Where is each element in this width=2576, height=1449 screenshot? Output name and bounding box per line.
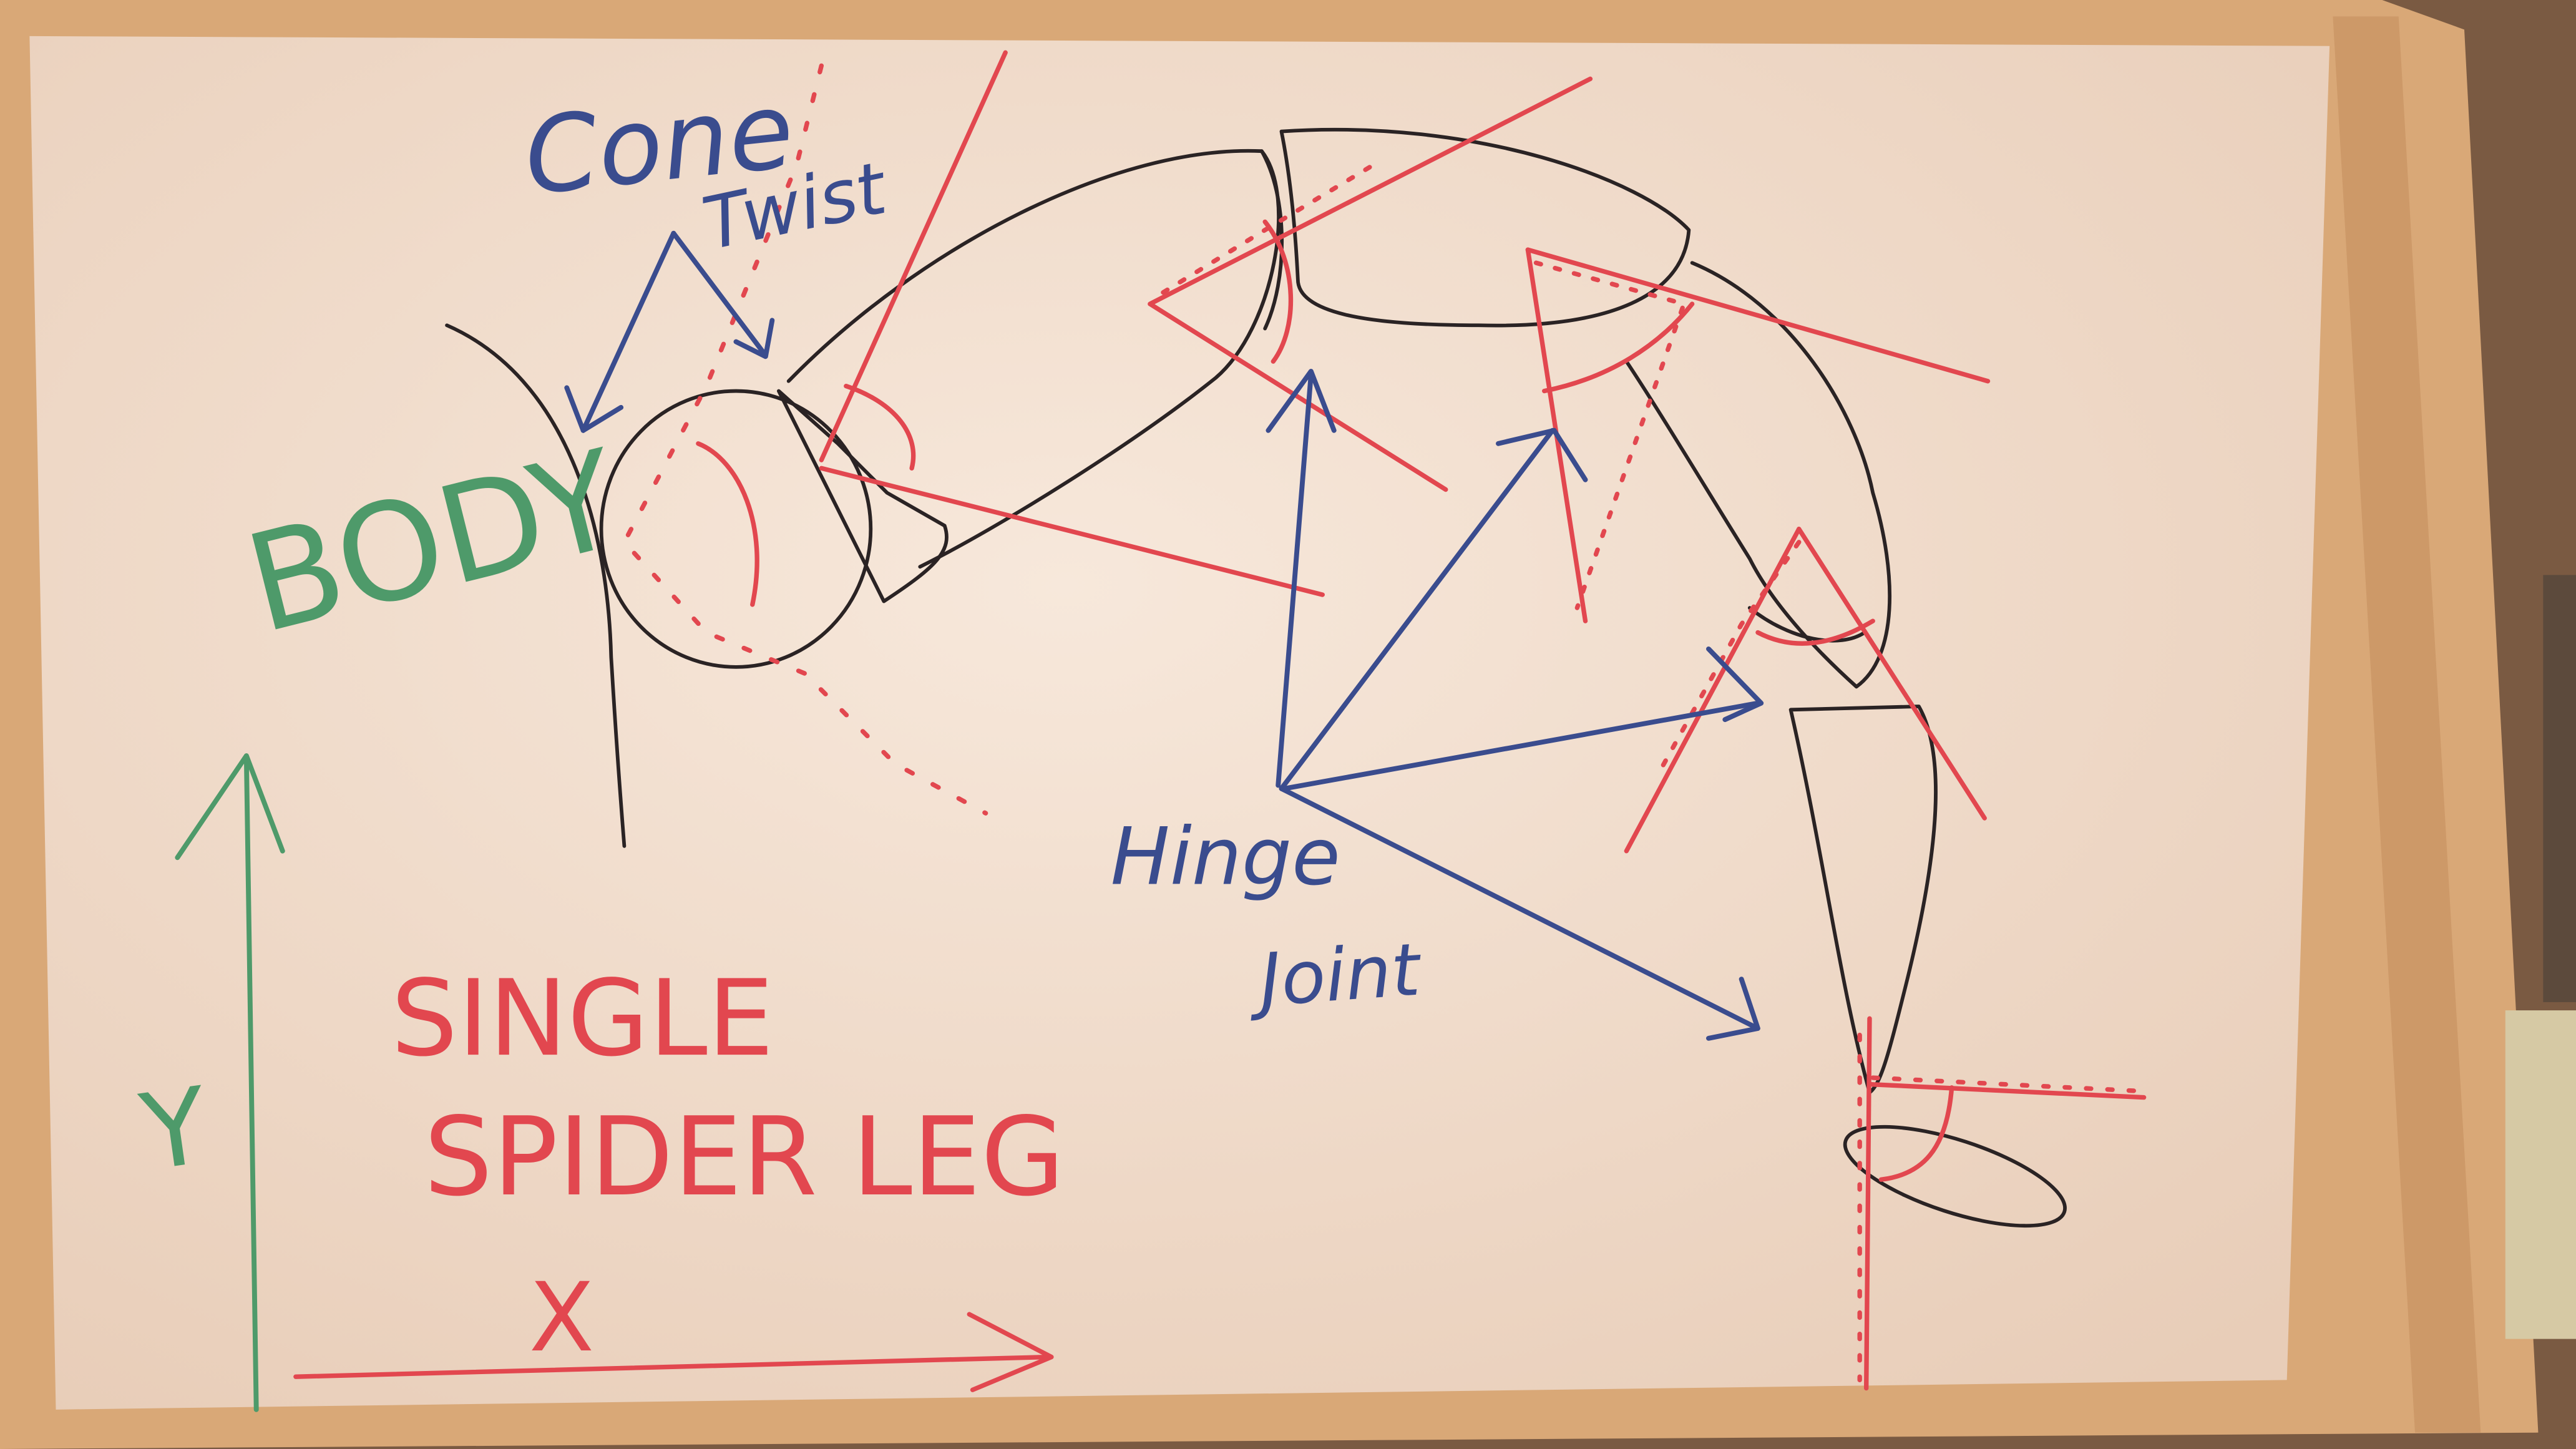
box-object <box>2505 1010 2576 1339</box>
hinge-label: Hinge <box>1111 811 1340 902</box>
femur-segment <box>786 149 1281 569</box>
body-outline <box>445 323 627 848</box>
hinge3-axis-b <box>1797 527 1987 821</box>
hinge2-axis <box>1525 247 1991 384</box>
blue-ink-layer <box>564 230 1764 1041</box>
x-axis-label: X <box>529 1262 595 1373</box>
foot-dotted <box>1857 1032 2139 1383</box>
frame-shadow <box>2333 16 2481 1433</box>
cone-arrowhead <box>564 385 624 433</box>
x-axis-arrowhead <box>967 1312 1054 1392</box>
hinge-arrowhead-4 <box>1706 977 1760 1041</box>
twist-arrowhead <box>733 318 775 359</box>
title-line-2: SPIDER LEG <box>424 1094 1065 1220</box>
knee-joint <box>1747 606 1866 643</box>
hinge-arrow-4 <box>1279 786 1757 1030</box>
foot-axis-horizontal <box>1867 1081 2147 1100</box>
hinge1-axis-a <box>1148 76 1593 492</box>
cone-arrow <box>580 230 676 433</box>
metatarsus-segment <box>1788 705 1938 1095</box>
foot-ellipse <box>1843 1125 2067 1228</box>
cone-arc <box>696 441 759 607</box>
y-axis-arrowhead <box>175 753 285 861</box>
hinge-arrow-1 <box>1276 372 1314 788</box>
hinge-arrowhead-2 <box>1496 427 1588 482</box>
title-line-1: SINGLE <box>391 957 774 1080</box>
foot-arc <box>1878 1085 1954 1182</box>
tibia-segment <box>1624 261 1892 689</box>
x-axis-arrow <box>293 1354 1051 1379</box>
black-ink-layer <box>445 127 2067 1228</box>
green-ink-layer <box>175 753 285 1412</box>
cone-joint-ball <box>599 389 873 669</box>
y-axis-arrow <box>243 756 259 1412</box>
hinge-arrowhead-1 <box>1266 369 1337 433</box>
coxa-red-line <box>819 466 1325 597</box>
hinge2-arc <box>1542 301 1695 394</box>
hinge3-axis-a <box>1624 527 1802 854</box>
hinge3-arc <box>1755 618 1875 646</box>
joint-label: Joint <box>1245 927 1424 1023</box>
hinge1-dotted <box>1161 159 1383 295</box>
hinge-arrowhead-3 <box>1706 646 1764 723</box>
hinge-arrow-3 <box>1282 700 1760 791</box>
whiteboard-surface <box>29 36 2330 1410</box>
hinge-arrow-2 <box>1279 427 1555 791</box>
cone-label: Cone <box>519 69 799 218</box>
patella-segment <box>1279 127 1691 328</box>
foot-axis-vertical <box>1864 1016 1872 1391</box>
hinge1-arc <box>1262 219 1294 364</box>
twist-arc <box>844 383 916 471</box>
hinge3-dotted <box>1657 540 1802 775</box>
twist-axis-line <box>819 50 1008 462</box>
twist-arrow <box>671 230 767 356</box>
shelf-object <box>2543 575 2576 1002</box>
